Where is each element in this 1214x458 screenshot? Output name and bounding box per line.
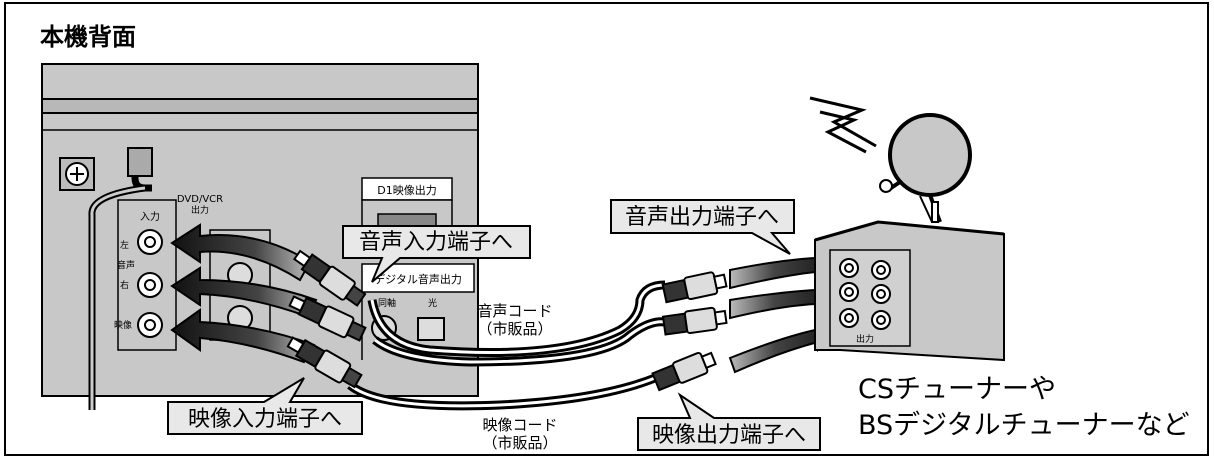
ground-terminal-icon xyxy=(59,157,95,191)
jack-audio-right[interactable] xyxy=(137,272,163,298)
audio-input-callout: 音声入力端子へ xyxy=(359,230,513,255)
input-jack-block: DVD/VCR 出力 入力 左 音声 右 映像 xyxy=(114,194,223,351)
cables xyxy=(347,280,666,411)
tuner-caption-line2: BSデジタルチューナーなど xyxy=(858,410,1190,441)
plug-video xyxy=(286,336,363,389)
plug-audio-out-l xyxy=(661,271,728,304)
d1-output-label: D1映像出力 xyxy=(377,183,436,197)
plug-audio-out-r xyxy=(661,306,728,336)
coax-label: 同軸 xyxy=(378,297,396,309)
right-label: 右 xyxy=(120,279,129,291)
audio-output-callout: 音声出力端子へ xyxy=(625,205,779,230)
dvd-vcr-label: DVD/VCR xyxy=(177,194,223,205)
audio-cord-label: 音声コード xyxy=(477,302,552,320)
callout-audio-in: 音声入力端子へ xyxy=(342,225,531,283)
jack-audio-left[interactable] xyxy=(137,229,163,255)
satellite-dish-icon xyxy=(809,96,972,223)
plug-audio-l xyxy=(292,249,367,307)
d1-output-block: D1映像出力 xyxy=(361,177,453,231)
plug-audio-r xyxy=(288,295,367,342)
arrow-video xyxy=(170,308,316,364)
rca-plugs-right xyxy=(651,271,728,392)
input-label: 入力 xyxy=(140,210,160,223)
digital-audio-output-label: デジタル音声出力 xyxy=(374,272,462,286)
video-input-callout: 映像入力端子へ xyxy=(188,407,342,432)
optical-label: 光 xyxy=(428,297,437,309)
tuner-device: 出力 xyxy=(814,220,1005,362)
audio-label: 音声 xyxy=(117,259,135,271)
video-cord-note: （市販品） xyxy=(482,434,557,452)
ground-clip xyxy=(127,147,153,177)
callout-video-in: 映像入力端子へ xyxy=(167,377,363,435)
video-cord-label: 映像コード xyxy=(482,416,557,434)
arrow-audio-right xyxy=(170,266,318,318)
page-title: 本機背面 xyxy=(40,23,136,51)
left-label: 左 xyxy=(120,239,129,251)
callout-audio-out: 音声出力端子へ xyxy=(610,199,795,255)
insert-arrows-left xyxy=(170,223,318,364)
callout-video-out: 映像出力端子へ xyxy=(637,392,821,451)
tuner-output-label: 出力 xyxy=(856,333,874,345)
rca-plugs-left xyxy=(286,249,367,389)
plug-video-out xyxy=(651,351,717,392)
jack-video[interactable] xyxy=(137,312,163,338)
shutsuryoku-label: 出力 xyxy=(191,204,209,216)
video-label: 映像 xyxy=(114,319,132,331)
audio-cord-note: （市販品） xyxy=(477,320,552,338)
tuner-caption-line1: CSチューナーや xyxy=(858,374,1056,405)
optical-jack[interactable] xyxy=(417,317,445,341)
video-output-callout: 映像出力端子へ xyxy=(652,423,806,448)
arrow-audio-left xyxy=(170,223,312,282)
